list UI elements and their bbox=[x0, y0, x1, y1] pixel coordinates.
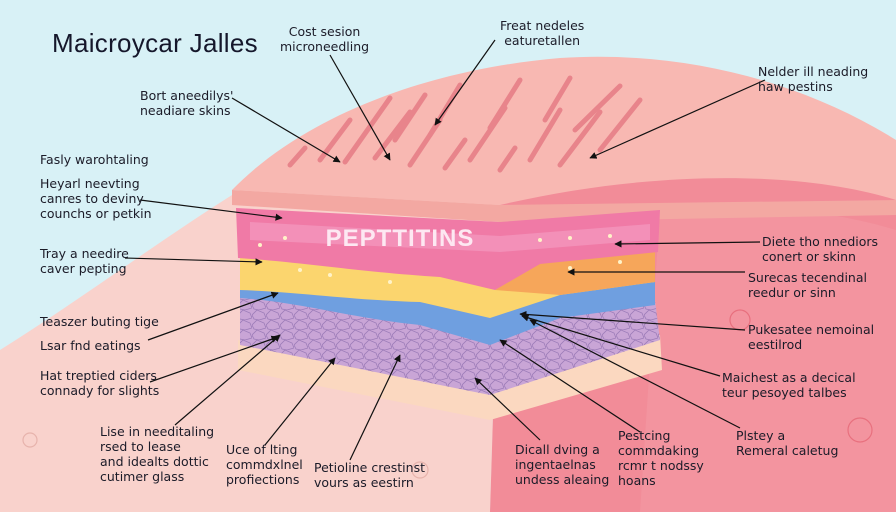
layer-pink-inner bbox=[250, 222, 650, 252]
label-bort-aneedly: Bort aneedilys'neadiare skins bbox=[140, 88, 234, 118]
arrow-teaser bbox=[147, 291, 279, 341]
arrow-cost-session bbox=[329, 54, 391, 161]
layer-blue bbox=[240, 275, 655, 345]
arrow-diete bbox=[614, 240, 761, 248]
skin-top-rim bbox=[232, 190, 896, 222]
label-fasly: Fasly warohtaling bbox=[40, 152, 149, 167]
pointer-arrows bbox=[124, 39, 766, 461]
needle-marks bbox=[287, 75, 643, 173]
arrow-heyarl bbox=[139, 199, 283, 221]
skin-right-highlight bbox=[640, 206, 896, 512]
arrow-pistey bbox=[529, 319, 741, 429]
arrow-hat bbox=[149, 335, 279, 383]
arrow-use bbox=[264, 357, 336, 446]
layer-base bbox=[238, 335, 662, 420]
skin-bubble bbox=[411, 461, 429, 479]
arrow-dicall bbox=[474, 377, 541, 441]
arrow-pukesatee bbox=[519, 310, 746, 331]
arrow-pestcing bbox=[499, 339, 641, 433]
arrow-maichest bbox=[521, 314, 721, 377]
label-lsar: Lsar fnd eatings bbox=[40, 338, 141, 353]
cross-section: PEPTTITINS bbox=[236, 208, 662, 420]
skin-top-surface bbox=[232, 56, 896, 205]
arrow-bort-aneedly bbox=[231, 97, 341, 163]
arrow-lise bbox=[174, 334, 281, 426]
layer-word: PEPTTITINS bbox=[326, 225, 475, 252]
diagram-title: Maicroycar Jalles bbox=[52, 28, 258, 58]
label-teaser: Teaszer buting tige bbox=[40, 314, 159, 329]
skin-bubble bbox=[22, 432, 38, 448]
skin-bubble bbox=[847, 417, 873, 443]
arrow-needler-il bbox=[589, 79, 766, 159]
arrow-petioline bbox=[349, 354, 401, 461]
arrow-frost-needles bbox=[434, 39, 496, 126]
arrow-tray bbox=[124, 257, 263, 266]
